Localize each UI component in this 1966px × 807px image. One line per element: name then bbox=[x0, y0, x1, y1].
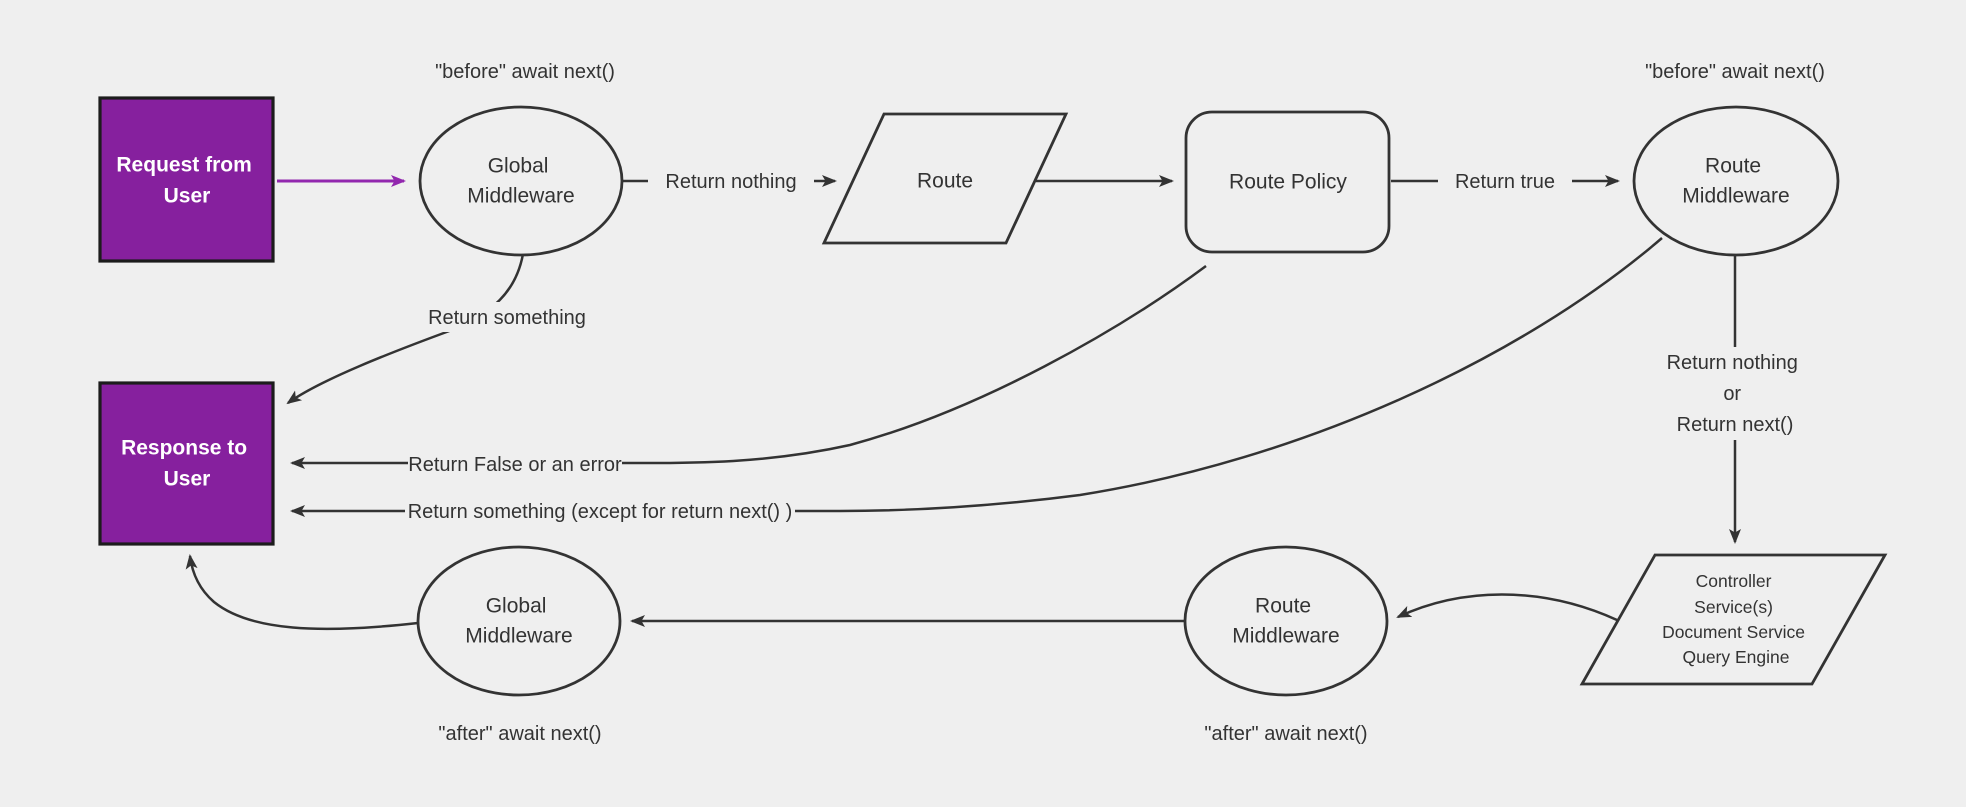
route-middleware-top-label: Route Middleware bbox=[1682, 148, 1789, 208]
return-nothing-label: Return nothing bbox=[665, 171, 796, 193]
response-to-user-label: Response to User bbox=[121, 430, 253, 491]
global-middleware-bottom-label: Global Middleware bbox=[465, 588, 572, 648]
before-await-next-right-label: "before" await next() bbox=[1645, 61, 1825, 83]
global-middleware-bottom-ellipse bbox=[416, 545, 622, 697]
label-bg-return-something-except bbox=[405, 496, 795, 526]
controller-services-parallelogram bbox=[1579, 553, 1888, 686]
route-middleware-bottom-ellipse bbox=[1183, 545, 1389, 697]
response-to-user-box bbox=[98, 381, 275, 546]
route-label: Route bbox=[917, 170, 973, 193]
route-parallelogram bbox=[821, 112, 1069, 245]
request-from-user-box bbox=[98, 96, 275, 263]
global-middleware-top-label: Global Middleware bbox=[467, 148, 574, 208]
edge-controller-to-route-middleware-bottom bbox=[1396, 593, 1618, 622]
route-middleware-top-ellipse bbox=[1632, 105, 1840, 257]
return-nothing-or-next-label: Return nothing or Return next() bbox=[1667, 352, 1804, 436]
route-middleware-bottom-label: Route Middleware bbox=[1232, 588, 1339, 648]
edge-route-middleware-return-something-except bbox=[290, 237, 1663, 517]
before-await-next-left-label: "before" await next() bbox=[435, 61, 615, 83]
route-policy-label: Route Policy bbox=[1229, 171, 1347, 194]
label-bg-return-nothing-or bbox=[1648, 347, 1823, 440]
label-bg-return-true bbox=[1438, 166, 1572, 196]
controller-services-label: Controller Service(s) Document Service Q… bbox=[1662, 565, 1810, 667]
edge-global-middleware-return-something bbox=[286, 253, 525, 405]
label-bg-return-something bbox=[412, 302, 602, 332]
return-something-except-label: Return something (except for return next… bbox=[408, 501, 793, 523]
after-await-next-left-label: "after" await next() bbox=[438, 723, 601, 745]
return-true-label: Return true bbox=[1455, 171, 1555, 193]
edge-global-middleware-bottom-to-response bbox=[185, 554, 419, 631]
return-something-label: Return something bbox=[428, 307, 586, 329]
route-policy-box bbox=[1184, 110, 1391, 254]
label-bg-return-false bbox=[408, 449, 622, 479]
return-false-or-error-label: Return False or an error bbox=[408, 454, 622, 476]
edge-route-policy-return-false bbox=[290, 264, 1207, 469]
after-await-next-right-label: "after" await next() bbox=[1204, 723, 1367, 745]
label-bg-return-nothing bbox=[648, 166, 814, 196]
request-from-user-label: Request from User bbox=[116, 147, 257, 208]
global-middleware-top-ellipse bbox=[418, 105, 624, 257]
